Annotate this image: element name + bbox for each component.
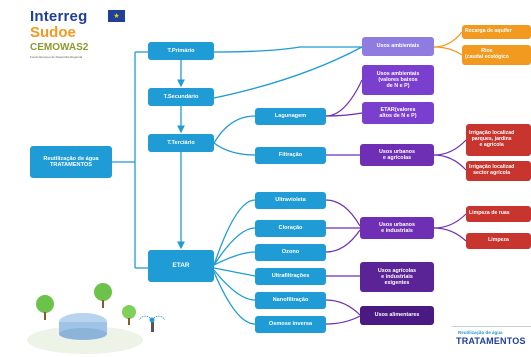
- outcome-irrigacao-parques: Irrigação localizad parques, jardins e a…: [466, 124, 531, 156]
- project-name: CEMOWAS2: [30, 42, 89, 53]
- root-node: Reutilização de água TRATAMENTOS: [30, 146, 112, 178]
- sprinkler-icon: [138, 315, 166, 332]
- sudoe-logo: Sudoe: [30, 24, 76, 41]
- use-alimentares: Usos alimentares: [360, 306, 434, 325]
- stage-etar: ETAR: [148, 250, 214, 282]
- stage-secundario: T.Secundário: [148, 88, 214, 106]
- outcome-limpeza: Limpeza: [466, 233, 531, 249]
- eu-flag-icon: ★: [108, 10, 125, 22]
- use-ambientais: Usos ambientais: [362, 37, 434, 56]
- treatment-nanofiltracao: Nanofiltração: [255, 292, 326, 309]
- park-illustration: [27, 283, 166, 354]
- tagline: Fondo Europeo de Desarrollo Regional: [30, 55, 83, 59]
- treatment-cloracao: Cloração: [255, 220, 326, 237]
- outcome-irrigacao-industrial: Irrigação localizad sector agrícola: [466, 161, 531, 181]
- treatment-ultrafiltracao: Ultrafiltrações: [255, 268, 326, 285]
- corner-label: Reutilização de água TRATAMENTOS: [452, 326, 531, 357]
- stage-terciario: T.Terciário: [148, 134, 214, 152]
- outcome-rios: Rios (caudal ecológico: [462, 45, 531, 65]
- treatment-osmose: Osmose inversa: [255, 316, 326, 333]
- use-urbanos-agricolas: Usos urbanos e agrícolas: [360, 144, 434, 166]
- corner-label-title: Reutilização de água: [458, 330, 503, 335]
- tree-icon: [36, 295, 54, 313]
- use-agricolas-industriais: Usos agrícolas e industriais exigentes: [360, 262, 434, 292]
- use-urbanos-industriais: Usos urbanos e industriais: [360, 217, 434, 239]
- tree-icon: [122, 305, 136, 319]
- interreg-logo: Interreg: [30, 8, 88, 25]
- treatment-lagunagem: Lagunagem: [255, 108, 326, 125]
- treatment-ultravioleta: Ultravioleta: [255, 192, 326, 209]
- use-ambientais-valores: Usos ambientais (valores baixos de N e P…: [362, 65, 434, 95]
- treatment-filtracao: Filtração: [255, 147, 326, 164]
- stage-primario: T.Primário: [148, 42, 214, 60]
- tree-icon: [94, 283, 112, 301]
- treatment-ozono: Ozono: [255, 244, 326, 261]
- outcome-recarga: Recarga de aquífer: [462, 25, 531, 39]
- use-etar-valores: ETAR(valores altos de N e P): [362, 102, 434, 124]
- outcome-limpeza-ruas: Limpeza de ruas: [466, 206, 531, 222]
- corner-label-subtitle: TRATAMENTOS: [456, 336, 526, 346]
